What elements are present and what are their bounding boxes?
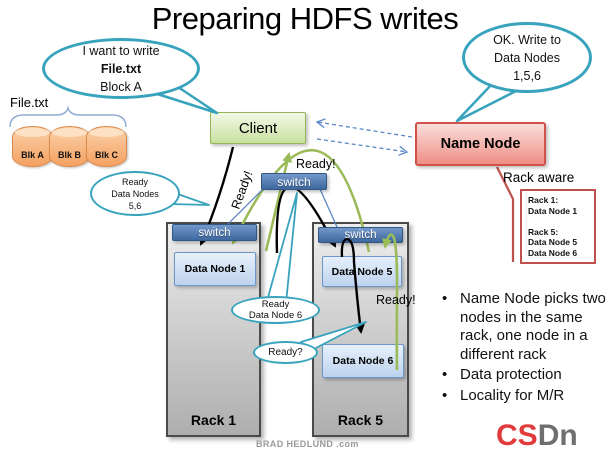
page-title: Preparing HDFS writes [151,1,459,36]
top-switch-box: switch [261,173,327,190]
block-b-cylinder: Blk B [49,126,90,167]
arrow-dn6-to-dn5-ack [382,233,399,371]
csdn-logo-gray: Dn [537,419,578,452]
rack5-label: Rack 5 [337,412,384,428]
dashed-arrow-namenode-to-client [315,118,413,138]
rack-aware-title: Rack aware [503,170,575,185]
csdn-logo: CSDn [496,421,578,451]
data-node5-box: Data Node 5 [322,256,402,287]
client-box: Client [210,112,306,144]
rack-aware-line: Rack 1: [528,195,559,205]
rack-aware-line: Data Node 5 [528,237,578,247]
block-b-label: Blk B [57,150,81,160]
bubble-line: Data Node 6 [248,310,303,321]
bubble-line: I want to write [82,43,160,58]
data-node1-box: Data Node 1 [174,252,256,286]
data-node6-box: Data Node 6 [322,344,404,378]
ready-node6-bubble: Ready Data Node 6 [231,296,320,324]
bubble-line: 5,6 [128,200,142,211]
bubble-line: Block A [100,79,142,94]
rack1-label: Rack 1 [190,412,237,428]
ready-nodes56-bubble: Ready Data Nodes 5,6 [90,171,180,216]
bubble-line: File.txt [100,61,142,76]
block-c-label: Blk C [94,150,118,160]
link-topswitch-rack1switch [227,188,264,225]
bullet-list: Name Node picks two nodes in the same ra… [430,290,608,407]
name-node-box: Name Node [415,122,546,166]
namenode-reply-bubble: OK. Write to Data Nodes 1,5,6 [462,22,592,93]
bubble-line: Data Nodes [111,188,159,199]
rack5-switch-box: switch [318,227,403,243]
bubble-line: Data Nodes [493,50,560,65]
bubble-line: Ready? [268,346,303,358]
rack-aware-line: Rack 5: [528,226,559,237]
bullet-item: Name Node picks two nodes in the same ra… [430,290,608,364]
arrow-dn1-to-client-ack [264,152,293,252]
rack-aware-line: Data Node 1 [528,205,578,216]
rack-aware-line: Data Node 6 [528,247,578,258]
name-node-label: Name Node [440,136,521,152]
csdn-logo-red: CS [496,419,538,452]
data-node5-label: Data Node 5 [331,265,393,278]
bubble-line: 1,5,6 [513,68,541,83]
file-label: File.txt [10,95,49,110]
data-node6-label: Data Node 6 [332,355,394,367]
bubble-line: OK. Write to [493,32,561,47]
bullet-item: Data protection [430,366,608,385]
ready-ack-arc-label: Ready! [296,157,336,171]
bubble-line: Ready [121,176,148,187]
credit-text: BRAD HEDLUND .com [256,439,359,449]
bubble-line: Ready [261,298,290,310]
top-switch-label: switch [277,174,311,189]
file-brace [9,105,127,128]
rack-aware-table: Rack 1: Data Node 1 Rack 5: Data Node 5 … [520,189,596,264]
callout-tail-ready-node6 [266,192,298,304]
rack5-switch-label: switch [344,229,377,241]
data-node1-label: Data Node 1 [184,263,246,275]
block-a-cylinder: Blk A [12,126,53,167]
dashed-arrow-client-to-namenode [316,138,409,156]
arrow-dn5-to-dn1-ack-arc [231,148,371,253]
arrow-dn5-to-dn6 [340,237,365,334]
bullet-item: Locality for M/R [430,387,608,406]
block-a-label: Blk A [21,150,44,160]
block-c-cylinder: Blk C [86,126,127,167]
ready-ack-dn5-label: Ready! [376,293,416,307]
link-topswitch-rack5switch [319,188,338,228]
ready-question-bubble: Ready? [253,341,318,364]
client-label: Client [238,119,278,137]
leader-namenode-to-rackaware [496,166,515,262]
client-request-bubble: I want to write File.txt Block A [42,38,200,99]
